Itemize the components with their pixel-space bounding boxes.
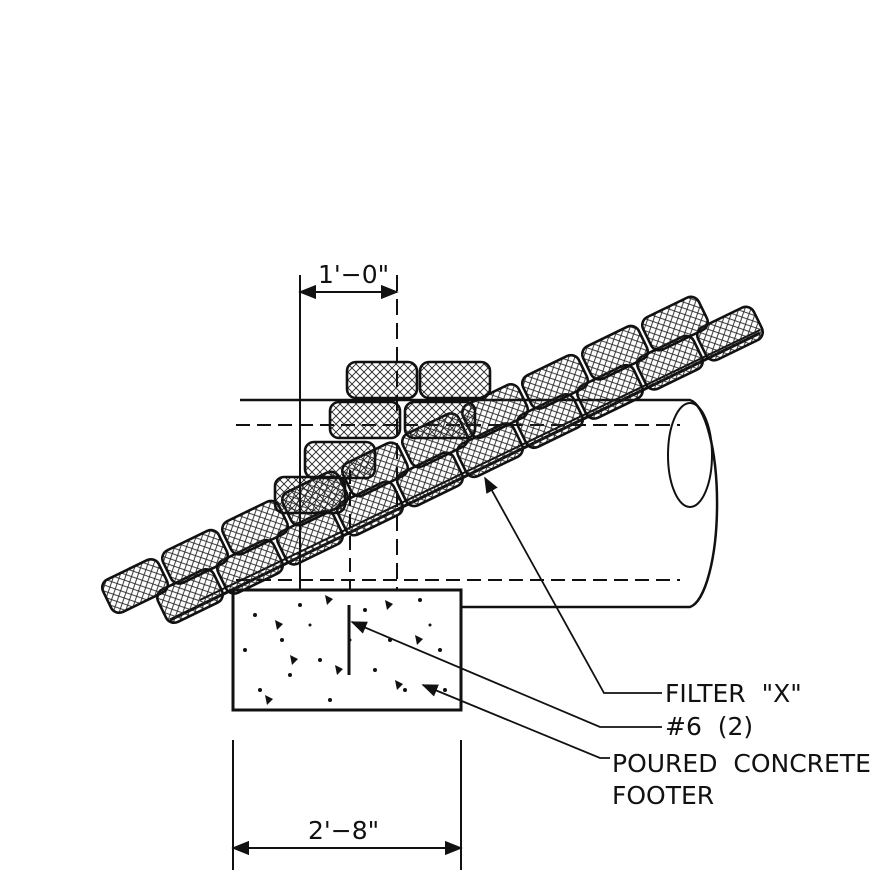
top-dimension-label: 1'−0" (318, 260, 390, 289)
leader-lines (350, 476, 662, 759)
gabion-basket (100, 557, 170, 615)
gabion-basket (403, 400, 477, 440)
gabion-basket (273, 475, 347, 515)
gabion-basket (580, 324, 650, 381)
gabion-basket (418, 360, 492, 400)
gabion-basket (640, 295, 710, 352)
gabion-basket (345, 360, 419, 400)
rebar-callout: #6 (2) (665, 712, 754, 741)
gabion-basket (520, 353, 590, 410)
filter-callout: FILTER "X" (665, 679, 802, 708)
gabion-basket (160, 528, 230, 585)
reference-lines (299, 275, 398, 590)
gabion-basket (328, 400, 402, 440)
concrete-footer (231, 588, 463, 712)
footer-dimension (231, 740, 463, 870)
gabion-baskets (100, 295, 765, 625)
footer-callout-line2: FOOTER (612, 781, 715, 810)
footer-callout-line1: POURED CONCRETE (612, 749, 871, 778)
gabion-basket (303, 440, 377, 480)
gabion-basket (695, 305, 765, 362)
footer-dimension-label: 2'−8" (308, 816, 380, 845)
pipe (236, 398, 719, 609)
